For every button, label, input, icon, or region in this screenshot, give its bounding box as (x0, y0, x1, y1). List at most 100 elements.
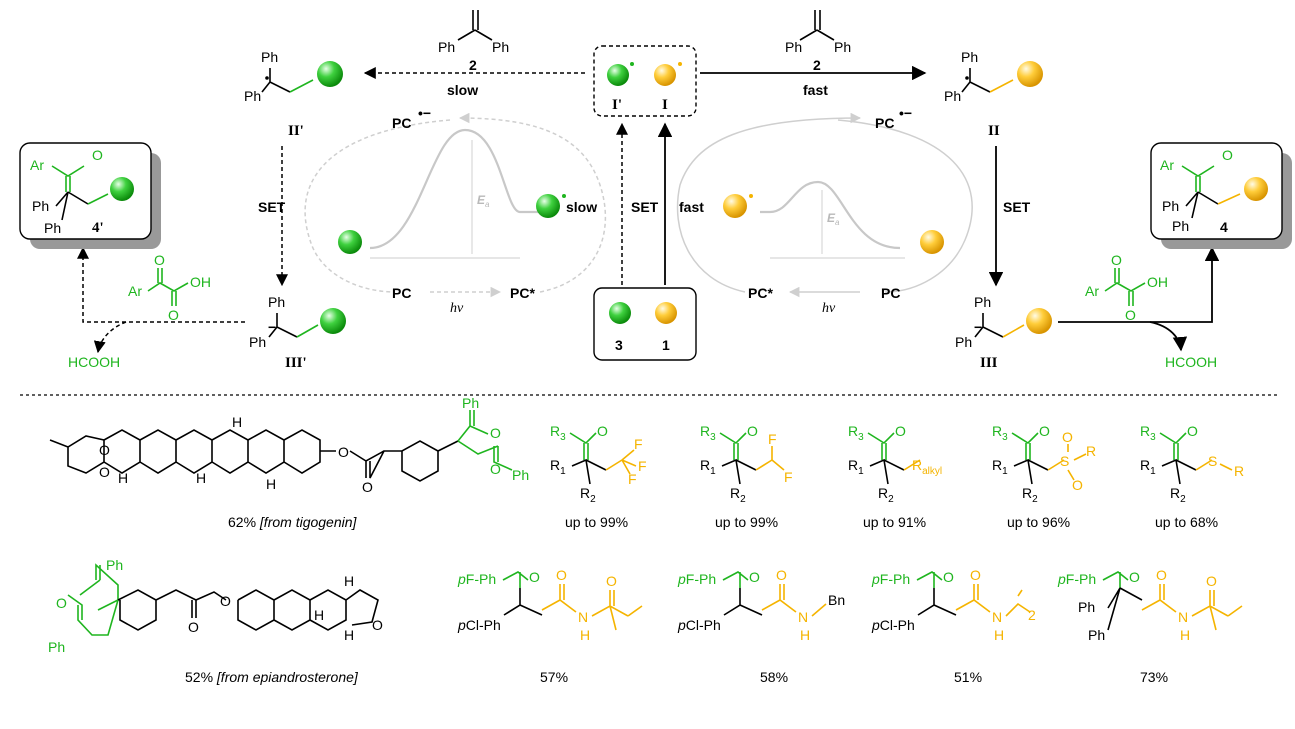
svg-text:Ar: Ar (1085, 283, 1099, 299)
svg-text:SET: SET (1003, 199, 1031, 215)
svg-text:−: − (974, 319, 982, 335)
label-III: III (980, 355, 998, 371)
svg-text:R2: R2 (878, 485, 894, 505)
svg-text:pF-Ph: pF-Ph (1057, 571, 1096, 587)
svg-text:O: O (556, 567, 567, 583)
substrate-box: 3 1 (593, 287, 697, 361)
svg-text:O: O (1125, 307, 1136, 323)
svg-text:Ph: Ph (1172, 218, 1189, 234)
svg-text:R3: R3 (1140, 423, 1156, 443)
reagent-number-right: 2 (813, 57, 821, 73)
svg-text:Ph: Ph (261, 49, 278, 65)
svg-text:H: H (1180, 627, 1190, 643)
svg-text:R1: R1 (550, 457, 566, 477)
svg-text:hν: hν (450, 301, 464, 316)
yield-tigogenin: 62% [from tigogenin] (228, 514, 358, 530)
svg-text:Ph: Ph (268, 294, 285, 310)
reagent-2-right: Ph Ph 2 (785, 10, 851, 73)
svg-text:slow: slow (566, 199, 597, 215)
amide-yield-3: 51% (954, 669, 982, 685)
svg-text:O: O (1111, 252, 1122, 268)
svg-text:Ar: Ar (128, 283, 142, 299)
green-radical (607, 64, 629, 86)
svg-text:Ph: Ph (1088, 627, 1105, 643)
label-3: 3 (615, 337, 623, 353)
svg-text:Ph: Ph (1162, 198, 1179, 214)
svg-text:O: O (168, 307, 179, 323)
steroid-epiandrosterone: Ph O Ph O O O H H H (48, 557, 383, 655)
svg-text:O: O (188, 619, 199, 635)
svg-text:E: E (477, 193, 486, 207)
svg-text:•−: •− (899, 105, 912, 121)
svg-text:O: O (1062, 429, 1073, 445)
label-I: I (662, 97, 668, 113)
svg-text:pF-Ph: pF-Ph (457, 571, 496, 587)
svg-text:H: H (994, 627, 1004, 643)
intermediate-III-prime: Ph Ph − III' (249, 294, 346, 371)
svg-text:O: O (1129, 569, 1140, 585)
svg-text:H: H (800, 627, 810, 643)
svg-text:N: N (1178, 609, 1188, 625)
svg-text:F: F (628, 471, 637, 487)
svg-text:R: R (1086, 443, 1096, 459)
svg-text:H: H (344, 627, 354, 643)
svg-text:F: F (638, 458, 647, 474)
scope-yield-2: up to 99% (715, 514, 778, 530)
svg-text:SET: SET (258, 199, 286, 215)
label-1: 1 (662, 337, 670, 353)
svg-text:O: O (372, 617, 383, 633)
slow-label: slow (447, 82, 478, 98)
svg-text:O: O (1187, 423, 1198, 439)
svg-text:2: 2 (1028, 607, 1036, 623)
svg-text:Ph: Ph (1078, 599, 1095, 615)
reagent-ph-left: Ph (438, 39, 455, 55)
scope-yield-4: up to 96% (1007, 514, 1070, 530)
svg-text:R1: R1 (848, 457, 864, 477)
intermediate-II-prime: Ph Ph II' (244, 49, 343, 139)
svg-text:O: O (490, 461, 501, 477)
svg-text:F: F (634, 436, 643, 452)
radical-box: I' I (593, 45, 697, 117)
svg-text:H: H (580, 627, 590, 643)
svg-text:O: O (99, 442, 110, 458)
svg-text:OH: OH (1147, 274, 1168, 290)
svg-text:R1: R1 (700, 457, 716, 477)
svg-text:S: S (1208, 453, 1217, 469)
svg-text:pF-Ph: pF-Ph (871, 571, 910, 587)
svg-text:O: O (220, 593, 231, 609)
reagent-ph-left: Ph (785, 39, 802, 55)
svg-text:fast: fast (679, 199, 704, 215)
svg-text:Ph: Ph (961, 49, 978, 65)
svg-text:a: a (485, 200, 490, 209)
svg-text:O: O (362, 479, 373, 495)
svg-text:O: O (606, 573, 617, 589)
svg-text:Ph: Ph (249, 334, 266, 350)
svg-text:pCl-Ph: pCl-Ph (871, 617, 915, 633)
svg-text:O: O (970, 567, 981, 583)
svg-text:PC: PC (392, 285, 411, 301)
svg-text:R2: R2 (1170, 485, 1186, 505)
svg-text:R3: R3 (992, 423, 1008, 443)
svg-text:Ph: Ph (106, 557, 123, 573)
right-photocycle: PC •− PC PC* hν E a fast (676, 105, 973, 316)
label-II-prime: II' (288, 123, 304, 139)
left-photocycle: PC •− PC PC* hν E a slow (304, 105, 607, 316)
svg-text:Ph: Ph (48, 639, 65, 655)
svg-text:SET: SET (631, 199, 659, 215)
svg-text:hν: hν (822, 301, 836, 316)
svg-text:O: O (749, 569, 760, 585)
svg-text:PC: PC (881, 285, 900, 301)
label-II: II (988, 123, 1000, 139)
svg-text:H: H (344, 573, 354, 589)
svg-text:O: O (747, 423, 758, 439)
svg-text:PC*: PC* (748, 285, 773, 301)
svg-text:O: O (1206, 573, 1217, 589)
reagent-2-left: Ph Ph 2 (438, 10, 509, 73)
svg-text:N: N (798, 609, 808, 625)
svg-text:O: O (56, 595, 67, 611)
svg-text:OH: OH (190, 274, 211, 290)
